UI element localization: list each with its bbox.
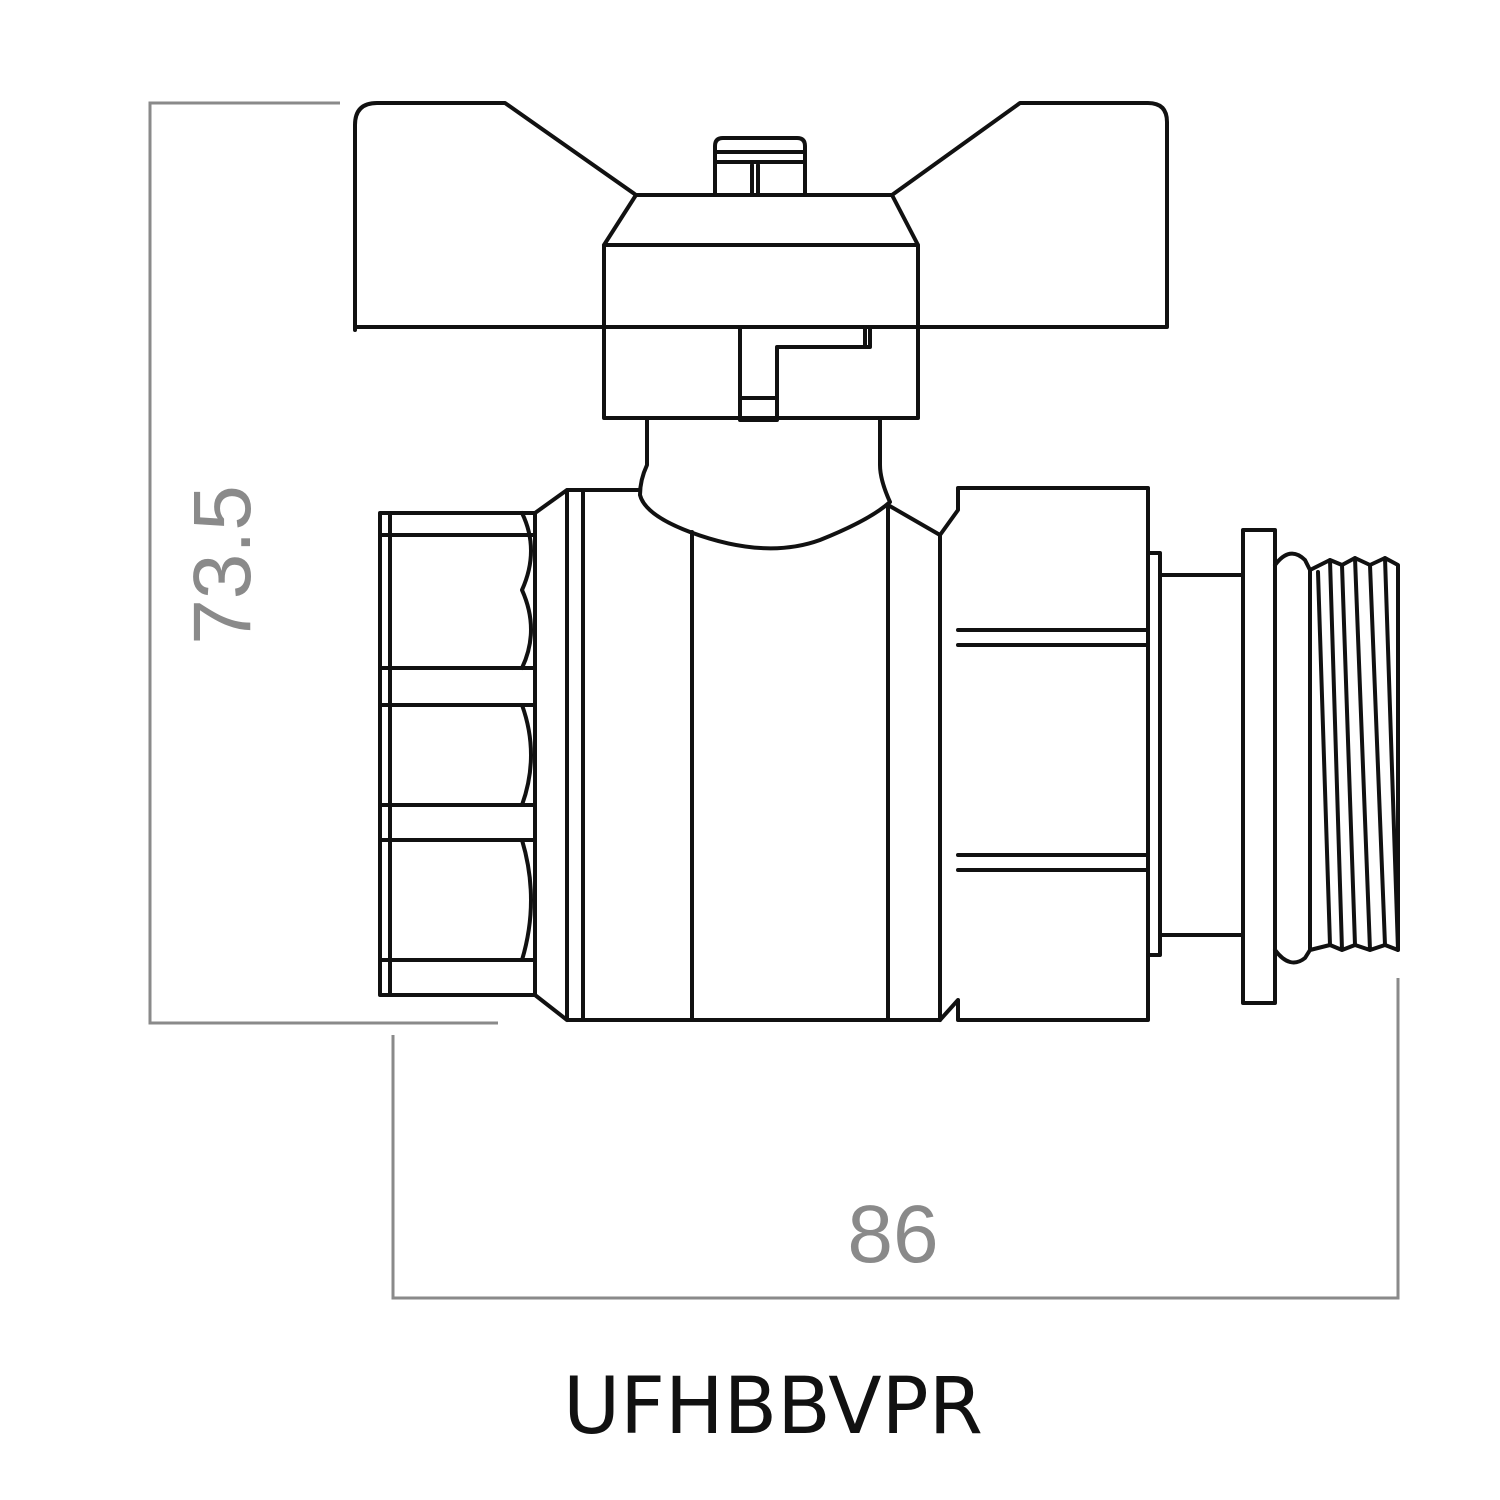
stem-cap [602,193,920,420]
body-center [533,488,942,1022]
union-nut [938,486,1150,1022]
butterfly-handle [353,101,1169,551]
length-dimension: 86 [391,978,1400,1300]
product-code: UFHBBVPR [563,1362,983,1452]
female-hex-end [378,511,537,997]
handle-nut [713,136,807,197]
stem-neck [638,416,892,551]
height-dimension-label: 73.5 [177,485,268,645]
valve-body [378,486,1400,1022]
length-dimension-label: 86 [847,1189,938,1280]
male-thread [1273,551,1400,965]
height-dimension: 73.5 [148,101,498,1025]
tailpiece [1146,528,1277,1005]
stem-block [738,325,872,422]
